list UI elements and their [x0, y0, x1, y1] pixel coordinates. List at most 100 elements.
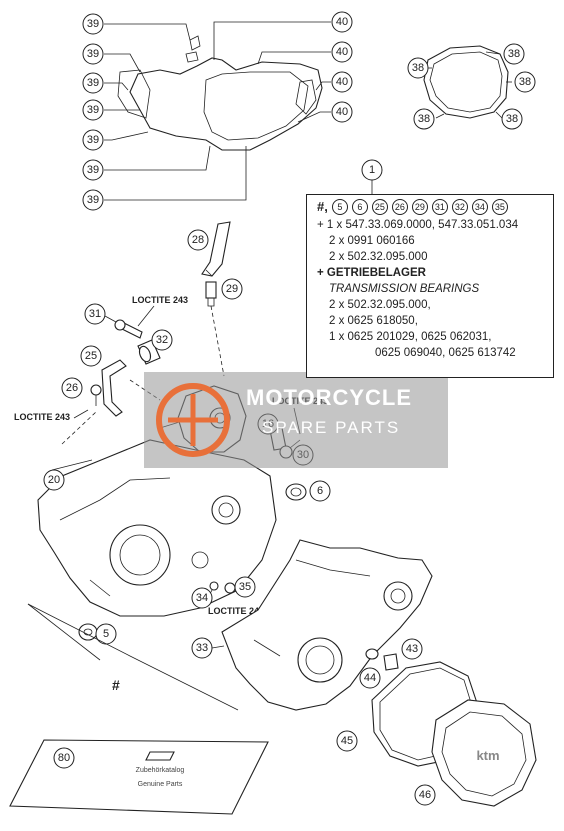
hash-marker: #	[112, 677, 120, 693]
callout-35: 35	[234, 576, 256, 598]
svg-text:38: 38	[506, 113, 518, 125]
info-num-29: 29	[411, 199, 428, 215]
gasket-main	[117, 35, 323, 151]
info-num-35: 35	[491, 199, 508, 215]
watermark-logo	[156, 383, 230, 457]
callout-5: 5	[95, 623, 117, 645]
callout-32: 32	[151, 329, 173, 351]
callout-39-g: 39	[82, 189, 104, 211]
svg-text:Genuine Parts: Genuine Parts	[138, 781, 183, 788]
callout-38-b: 38	[503, 43, 525, 65]
svg-text:33: 33	[196, 642, 208, 654]
svg-text:39: 39	[87, 77, 99, 89]
info-head: #, 5 6 25 26 29 31 32 34 35	[317, 199, 543, 215]
info-num-6: 6	[351, 199, 368, 215]
svg-text:43: 43	[406, 643, 418, 655]
svg-text:80: 80	[58, 752, 70, 764]
svg-text:39: 39	[87, 48, 99, 60]
bolt-31	[114, 319, 143, 339]
callout-38-e: 38	[501, 108, 523, 130]
callout-1: 1	[361, 159, 383, 181]
svg-text:38: 38	[508, 48, 520, 60]
svg-text:Zubehörkatalog: Zubehörkatalog	[136, 767, 185, 774]
callout-38-a: 38	[407, 57, 429, 79]
leaders-40	[213, 21, 331, 123]
svg-text:40: 40	[336, 76, 348, 88]
svg-text:38: 38	[412, 62, 424, 74]
info-line-3: 2 x 502.32.095.000	[329, 251, 428, 263]
callout-6: 6	[309, 480, 331, 502]
callout-25: 25	[80, 345, 102, 367]
leader-33	[211, 645, 225, 649]
bearing-6	[285, 483, 307, 501]
info-line-2: 2 x 0991 060166	[329, 235, 415, 247]
loctite-lead-a	[137, 305, 155, 327]
callout-28: 28	[187, 229, 209, 251]
part-35	[224, 582, 236, 594]
svg-text:45: 45	[341, 735, 353, 747]
info-line-6: 2 x 502.32.095.000,	[329, 299, 431, 311]
callout-40-c: 40	[331, 71, 353, 93]
callout-39-f: 39	[82, 159, 104, 181]
callout-43: 43	[401, 638, 423, 660]
leaders-39	[104, 23, 247, 201]
hose-28	[201, 221, 231, 277]
callout-46: 46	[414, 784, 436, 806]
svg-text:40: 40	[336, 46, 348, 58]
gasket-38	[423, 45, 512, 119]
svg-text:1: 1	[369, 164, 375, 176]
callout-40-a: 40	[331, 11, 353, 33]
svg-text:35: 35	[239, 581, 251, 593]
info-line-9: 0625 069040, 0625 613742	[375, 347, 516, 359]
loctite-label-a: LOCTITE 243	[132, 295, 188, 305]
callout-29: 29	[221, 278, 243, 300]
info-num-26: 26	[391, 199, 408, 215]
callout-34: 34	[191, 587, 213, 609]
crankcase-right	[221, 539, 433, 711]
callout-39-e: 39	[82, 129, 104, 151]
callout-31: 31	[84, 303, 106, 325]
callout-80: 80	[53, 747, 75, 769]
loctite-lead-b	[73, 409, 89, 419]
svg-text:6: 6	[317, 485, 323, 497]
leader-31	[104, 315, 117, 323]
svg-text:25: 25	[85, 350, 97, 362]
booklet-80: Zubehörkatalog Genuine Parts	[9, 739, 269, 815]
svg-text:29: 29	[226, 283, 238, 295]
info-line-1: + 1 x 547.33.069.0000, 547.33.051.034	[317, 219, 519, 231]
callout-38-d: 38	[413, 108, 435, 130]
parts-info-box: #, 5 6 25 26 29 31 32 34 35 + 1 x 547.33…	[306, 194, 554, 378]
info-line-4: + GETRIEBELAGER	[317, 267, 426, 279]
callout-26: 26	[61, 377, 83, 399]
svg-text:46: 46	[419, 789, 431, 801]
ignition-cover-46: ktm	[431, 699, 537, 807]
info-line-8: 1 x 0625 201029, 0625 062031,	[329, 331, 492, 343]
bolt-26	[90, 384, 102, 406]
callout-39-a: 39	[82, 13, 104, 35]
callout-45: 45	[336, 730, 358, 752]
callout-39-b: 39	[82, 43, 104, 65]
svg-text:20: 20	[48, 474, 60, 486]
info-num-5: 5	[331, 199, 348, 215]
svg-text:5: 5	[103, 628, 109, 640]
watermark-title: MOTORCYCLE	[246, 385, 413, 410]
svg-text:40: 40	[336, 106, 348, 118]
svg-text:38: 38	[519, 76, 531, 88]
callout-39-c: 39	[82, 72, 104, 94]
callout-40-d: 40	[331, 101, 353, 123]
svg-text:44: 44	[364, 672, 376, 684]
loctite-label-d: LOCTITE 243	[208, 606, 264, 616]
info-num-32: 32	[451, 199, 468, 215]
svg-text:34: 34	[196, 592, 208, 604]
svg-text:31: 31	[89, 308, 101, 320]
crankcase-left	[37, 379, 277, 617]
hash-bracket	[27, 603, 239, 711]
svg-text:26: 26	[66, 382, 78, 394]
callout-40-b: 40	[331, 41, 353, 63]
info-hash: #,	[317, 199, 328, 214]
callout-44: 44	[359, 667, 381, 689]
info-num-31: 31	[431, 199, 448, 215]
info-line-5: TRANSMISSION BEARINGS	[329, 283, 480, 295]
loctite-label-b: LOCTITE 243	[14, 412, 70, 422]
